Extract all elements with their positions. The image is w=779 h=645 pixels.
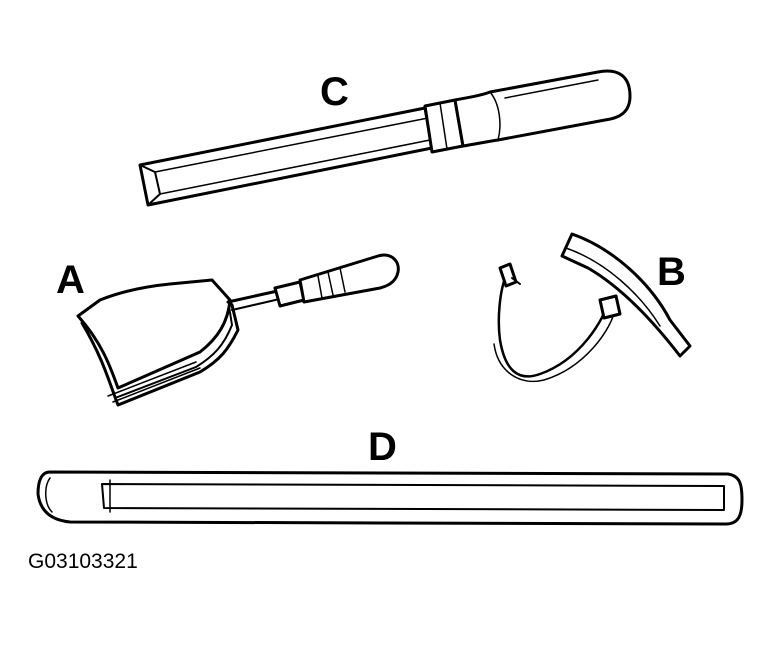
callout-a: A [56,258,85,302]
callout-b: B [657,250,686,294]
chisel-tool-icon [138,69,632,207]
tire-iron-tool-icon [36,470,744,526]
scraper-tool-icon [76,253,400,407]
callout-c: C [320,70,349,114]
figure-id: G03103321 [28,550,138,573]
callout-d: D [368,425,397,469]
rim-protector-tool-icon [493,232,692,383]
